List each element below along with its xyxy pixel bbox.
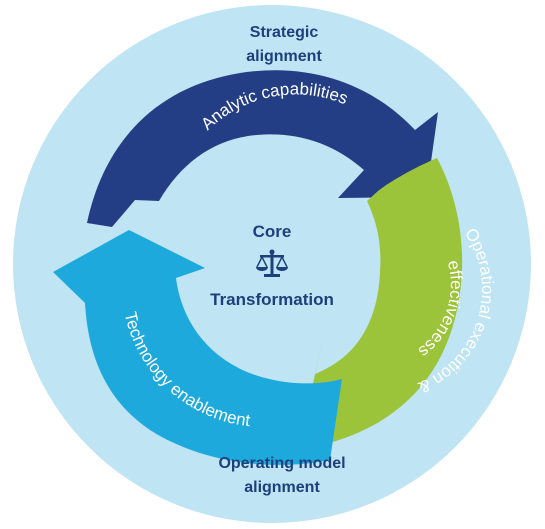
core-subtitle: Transformation: [210, 290, 334, 309]
strategic-alignment-line-2: alignment: [246, 48, 322, 65]
scales-icon: [256, 249, 288, 277]
strategic-alignment-line-1: Strategic: [250, 24, 319, 41]
operating-model-alignment-line-2: alignment: [244, 479, 320, 496]
core-title: Core: [253, 222, 292, 241]
arrow-analytic-capabilities: [87, 70, 438, 227]
operating-model-alignment-line-1: Operating model: [218, 455, 345, 472]
arrow-technology-enablement: [53, 230, 342, 465]
arrow-operational-execution: [298, 158, 463, 450]
